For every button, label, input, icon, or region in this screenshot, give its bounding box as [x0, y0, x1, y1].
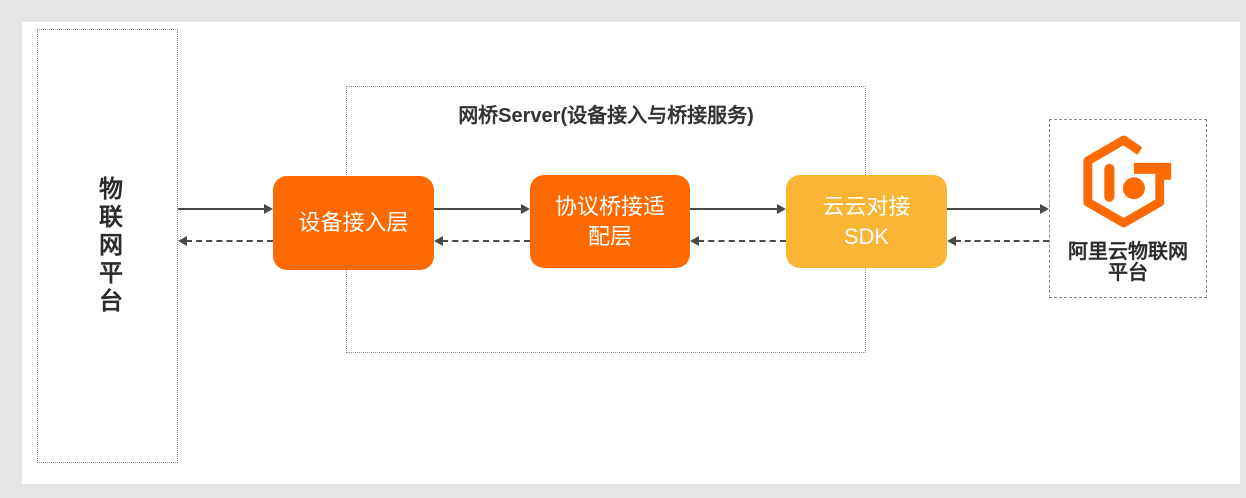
arrow-shaft	[434, 208, 522, 210]
arrow-shaft	[178, 208, 265, 210]
node-label-line: 云云对接	[822, 193, 911, 219]
arrow-head-left-icon	[178, 236, 187, 246]
arrow-iot-to-access-solid	[178, 204, 273, 214]
arrow-head-right-icon	[777, 204, 786, 214]
arrow-shaft	[955, 240, 1049, 242]
aliyun-label-line: 平台	[1108, 262, 1148, 284]
arrow-head-right-icon	[521, 204, 530, 214]
bridge-server-title: 网桥Server(设备接入与桥接服务)	[458, 105, 754, 127]
iot-platform-container: 物联网平台	[37, 29, 178, 463]
aliyun-label-line: 阿里云物联网	[1068, 241, 1188, 263]
arrow-access-to-adapter-solid	[434, 204, 530, 214]
node-protocol-bridge-adapter-layer: 协议桥接适 配层	[530, 175, 690, 268]
arrow-shaft	[186, 240, 273, 242]
aliyun-iot-platform-label: 阿里云物联网 平台	[1068, 242, 1188, 284]
arrow-adapter-to-sdk-solid	[690, 204, 786, 214]
node-device-access-layer: 设备接入层	[273, 176, 434, 270]
arrow-sdk-to-adapter-dashed	[690, 236, 786, 246]
node-label-line: 协议桥接适	[554, 193, 665, 219]
node-label-line: 设备接入层	[298, 210, 409, 235]
arrow-sdk-to-aliyun-solid	[947, 204, 1049, 214]
node-cloud-cloud-sdk: 云云对接 SDK	[786, 175, 947, 268]
node-label-line: SDK	[843, 223, 890, 249]
arrow-head-left-icon	[947, 236, 956, 246]
arrow-head-left-icon	[690, 236, 699, 246]
arrow-access-to-iot-dashed	[178, 236, 273, 246]
arrow-adapter-to-access-dashed	[434, 236, 530, 246]
arrow-shaft	[690, 208, 778, 210]
aliyun-iot-icon	[1083, 135, 1172, 228]
aliyun-iot-platform-container: 阿里云物联网 平台	[1049, 119, 1207, 298]
iot-platform-label: 物联网平台	[94, 176, 122, 316]
arrow-aliyun-to-sdk-dashed	[947, 236, 1049, 246]
arrow-shaft	[442, 240, 530, 242]
arrow-shaft	[698, 240, 786, 242]
arrow-head-left-icon	[434, 236, 443, 246]
arrow-head-right-icon	[1040, 204, 1049, 214]
node-label-line: 配层	[587, 223, 632, 249]
arrow-shaft	[947, 208, 1041, 210]
arrow-head-right-icon	[264, 204, 273, 214]
